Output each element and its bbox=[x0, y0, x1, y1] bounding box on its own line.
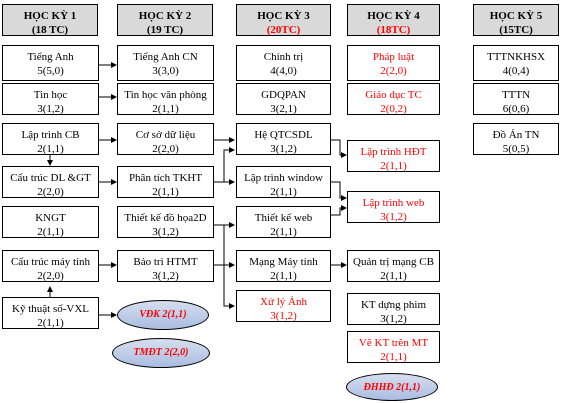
arrow-tkdh-xulyanh bbox=[223, 225, 235, 309]
oval-tmdt: TMĐT 2(2,0) bbox=[112, 338, 210, 368]
arrow-ptkht-heqt bbox=[214, 147, 235, 183]
arrow-heqt-lthdt bbox=[331, 139, 347, 158]
header-hk5: HỌC KỲ 5(15TC) bbox=[473, 4, 559, 36]
arrow-tkweb-ltweb bbox=[331, 205, 347, 216]
oval-vdk: VĐK 2(1,1) bbox=[117, 300, 209, 330]
header-hk1: HỌC KỲ 1(18 TC) bbox=[2, 4, 98, 36]
header-hk2: HỌC KỲ 2(19 TC) bbox=[117, 4, 213, 36]
oval-dhhd: ĐHHĐ 2(1,1) bbox=[346, 373, 438, 401]
header-hk4: HỌC KỲ 4(18TC) bbox=[347, 4, 440, 36]
header-hk3: HỌC KỲ 3(20TC) bbox=[236, 4, 331, 36]
arrow-ltwindow-ltweb bbox=[331, 181, 347, 201]
